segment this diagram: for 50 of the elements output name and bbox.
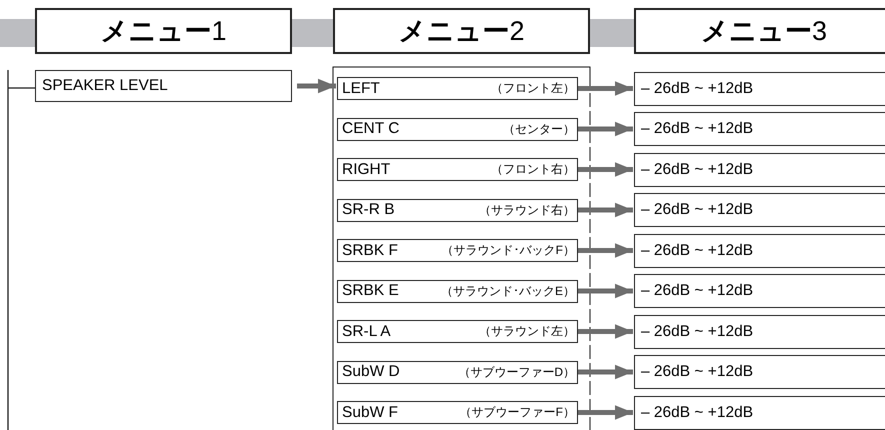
menu-item-box bbox=[337, 158, 578, 181]
item-label: SRBK F bbox=[342, 242, 398, 260]
menu-item-box bbox=[337, 320, 578, 343]
item-label: RIGHT bbox=[342, 160, 390, 178]
arrow bbox=[578, 202, 633, 218]
item-description: （サブウーファーF） bbox=[460, 404, 575, 421]
arrow bbox=[578, 284, 633, 298]
arrow bbox=[578, 243, 633, 258]
menu-item-box bbox=[337, 118, 578, 140]
item-description: （サブウーファーD） bbox=[458, 364, 575, 380]
arrow bbox=[578, 405, 633, 420]
value-range-box: – 26dB ~ +12dB bbox=[634, 112, 885, 146]
menu-item: SPEAKER LEVEL bbox=[35, 70, 292, 102]
arrow bbox=[578, 81, 633, 96]
item-label: SRBK E bbox=[342, 282, 399, 300]
value-range-box: – 26dB ~ +12dB bbox=[634, 355, 885, 389]
menu-item-box bbox=[337, 401, 578, 424]
value-range-box: – 26dB ~ +12dB bbox=[634, 274, 885, 308]
value-range-box: – 26dB ~ +12dB bbox=[634, 152, 885, 186]
item-label: LEFT bbox=[342, 80, 380, 98]
menu-item-box bbox=[337, 198, 578, 222]
item-label: SR-R B bbox=[342, 201, 395, 219]
arrow bbox=[578, 122, 633, 136]
arrow bbox=[578, 364, 633, 380]
item-description: （サラウンド左） bbox=[479, 323, 575, 340]
value-range-box: – 26dB ~ +12dB bbox=[634, 314, 885, 348]
item-description: （サラウンド右） bbox=[479, 202, 575, 218]
item-label: SR-L A bbox=[342, 322, 391, 340]
item-label: SubW D bbox=[342, 363, 400, 381]
menu-item-box bbox=[337, 77, 578, 100]
value-range-box: – 26dB ~ +12dB bbox=[634, 234, 885, 268]
item-description: （サラウンド･バックE） bbox=[440, 282, 575, 300]
item-description: （フロント右） bbox=[491, 161, 575, 178]
item-label: CENT C bbox=[342, 120, 400, 138]
arrow bbox=[297, 78, 336, 94]
menu-header: メニュー2 bbox=[333, 8, 590, 54]
menu-item-box bbox=[337, 360, 578, 384]
menu-item-box bbox=[337, 280, 578, 302]
menu-header: メニュー1 bbox=[35, 8, 292, 54]
item-description: （センター） bbox=[503, 120, 575, 138]
value-range-box: – 26dB ~ +12dB bbox=[634, 193, 885, 227]
item-label: SubW F bbox=[342, 404, 398, 422]
item-description: （サラウンド･バックF） bbox=[442, 242, 575, 259]
arrow bbox=[578, 324, 633, 339]
value-range-box: – 26dB ~ +12dB bbox=[634, 72, 885, 106]
value-range-box: – 26dB ~ +12dB bbox=[634, 396, 885, 430]
menu-item-box bbox=[337, 239, 578, 262]
menu-header: メニュー3 bbox=[634, 8, 885, 54]
arrow bbox=[578, 162, 633, 177]
item-description: （フロント左） bbox=[491, 80, 575, 97]
